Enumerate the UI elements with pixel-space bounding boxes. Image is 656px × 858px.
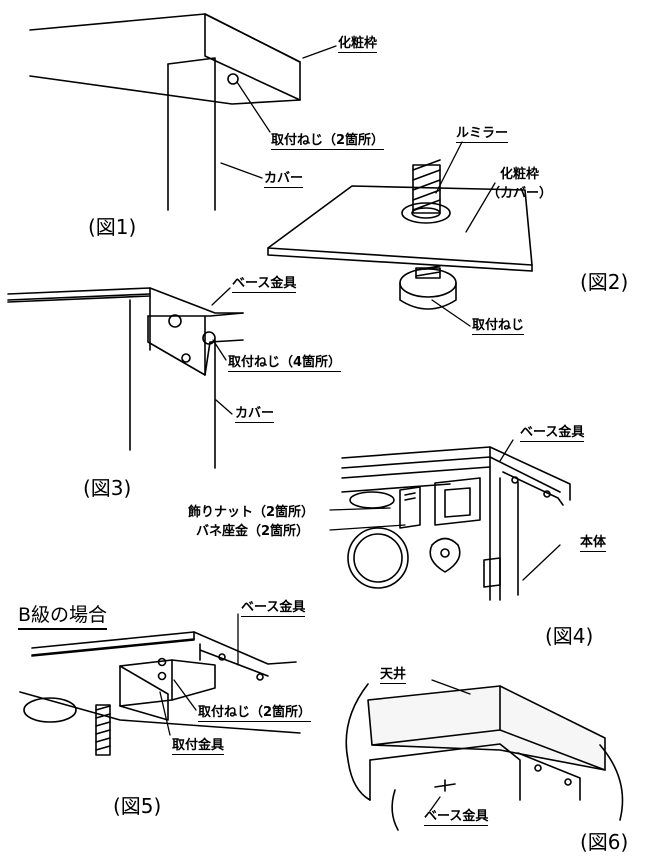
caption-fig2: (図2) [580,270,629,294]
label-f5-bracket: 取付金具 [172,738,225,755]
label-f4-base: ベース金具 [520,425,585,442]
label-f1-frame: 化粧枠 [338,36,378,53]
figure-5-drawing [19,631,301,756]
label-f1-cover: カバー [264,171,304,188]
label-f5-screw: 取付ねじ（2箇所） [198,705,312,722]
label-f6-base: ベース金具 [424,809,489,826]
label-f6-ceiling: 天井 [380,667,407,684]
figure-2-drawing [267,159,533,310]
figure-1-drawing [29,13,301,211]
label-f3-base: ベース金具 [232,276,297,293]
label-f2-rumira: ルミラー [456,126,509,143]
caption-fig6: (図6) [580,830,629,854]
f5-heading: B級の場合 [18,600,108,630]
figure-4-drawing [341,446,571,601]
label-f2-cover: （カバー） [487,186,553,201]
label-f2-screw: 取付ねじ [472,318,525,335]
leader-lines [159,45,561,812]
figure-6-drawing [345,683,624,831]
label-f1-screw: 取付ねじ（2箇所） [271,133,385,150]
label-f3-screw: 取付ねじ（4箇所） [228,355,342,372]
caption-fig5: (図5) [113,794,162,818]
caption-fig3: (図3) [83,476,132,500]
figure-3-drawing [7,287,244,469]
label-f5-base: ベース金具 [241,600,306,617]
caption-fig1: (図1) [88,215,137,239]
label-f4-nut: 飾りナット（2箇所） [188,505,315,520]
caption-fig4: (図4) [545,624,594,648]
label-f3-cover: カバー [235,406,275,423]
label-f2-frame: 化粧枠 [500,167,540,182]
label-f4-body: 本体 [580,535,607,552]
label-f4-washer: バネ座金（2箇所） [196,524,310,539]
